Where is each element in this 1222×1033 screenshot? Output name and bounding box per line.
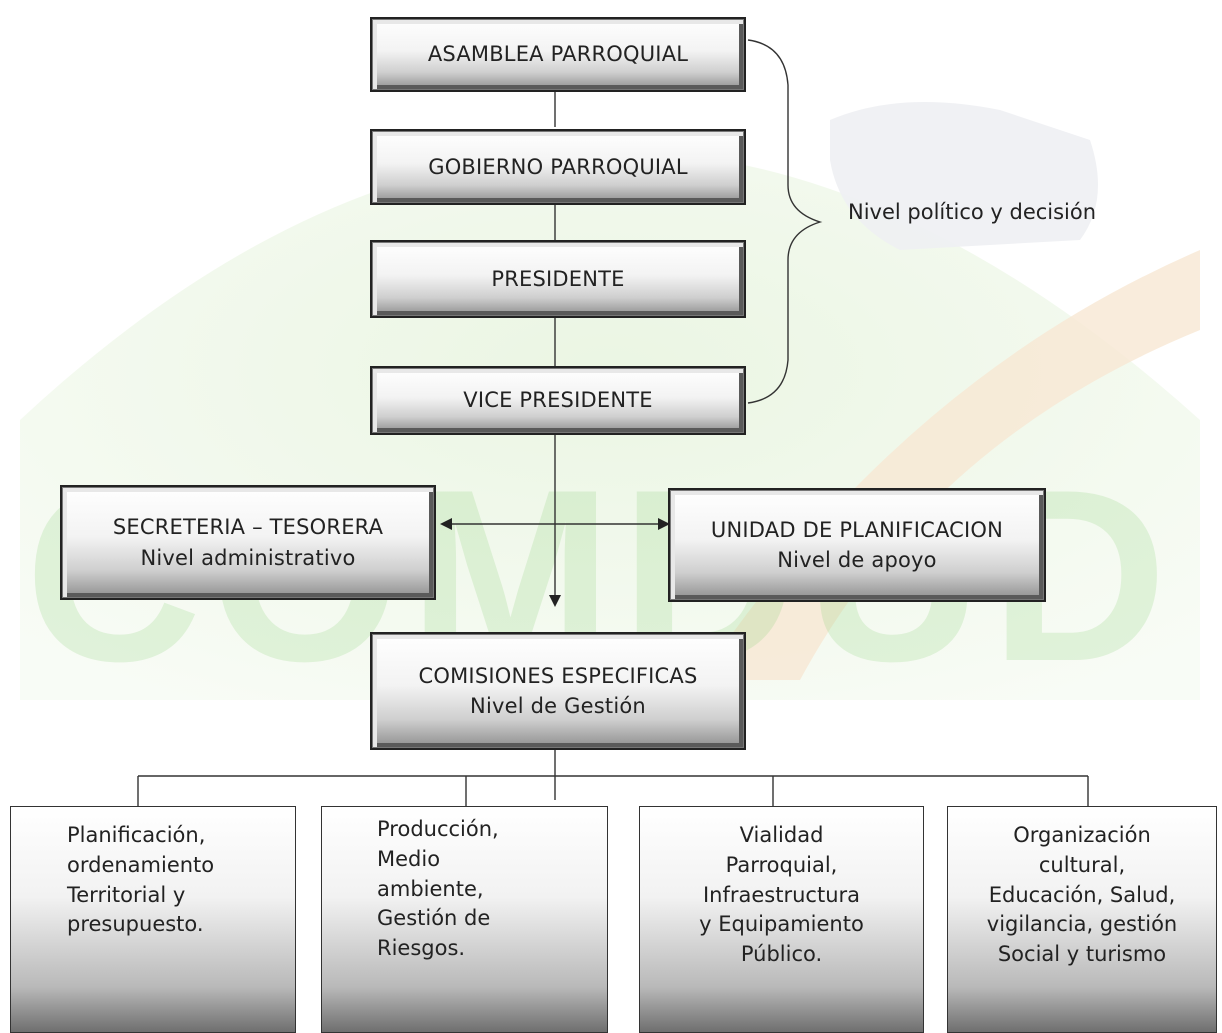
- commission-line: Planificación,: [67, 823, 206, 847]
- presidente-label: PRESIDENTE: [491, 266, 625, 291]
- asamblea-parroquial-box: ASAMBLEA PARROQUIAL: [370, 17, 746, 92]
- commission-line: ambiente,: [377, 876, 484, 901]
- commission-line: Público.: [740, 942, 823, 967]
- commission-line: Social y turismo: [997, 942, 1167, 967]
- commission-line: Riesgos.: [377, 936, 466, 961]
- presidente-box: PRESIDENTE: [370, 240, 746, 318]
- commission-line: y Equipamiento: [699, 912, 864, 937]
- vice-presidente-box: VICE PRESIDENTE: [370, 366, 746, 435]
- comisiones-title: COMISIONES ESPECIFICAS: [418, 663, 698, 688]
- comisiones-especificas-box: COMISIONES ESPECIFICAS Nivel de Gestión: [370, 632, 746, 750]
- vice-presidente-label: VICE PRESIDENTE: [463, 388, 653, 413]
- commission-line: presupuesto.: [67, 912, 204, 937]
- commission-line: Infraestructura: [702, 882, 861, 907]
- brace-politico: [747, 39, 823, 404]
- commission-line: Educación, Salud,: [988, 882, 1176, 907]
- commission-line: Organización: [1013, 823, 1151, 847]
- commission-line: cultural,: [1038, 852, 1126, 877]
- gobierno-parroquial-box: GOBIERNO PARROQUIAL: [370, 129, 746, 205]
- commission-line: vigilancia, gestión: [986, 912, 1178, 937]
- commission-line: Territorial y: [67, 882, 186, 907]
- commission-produccion: Producción, Medio ambiente, Gestión de R…: [321, 806, 608, 1033]
- commission-line: ordenamiento: [67, 852, 215, 877]
- planificacion-title: UNIDAD DE PLANIFICACION: [710, 517, 1004, 542]
- secretaria-title: SECRETERIA – TESORERA: [112, 515, 384, 540]
- unidad-planificacion-box: UNIDAD DE PLANIFICACION Nivel de apoyo: [668, 488, 1046, 602]
- comisiones-subtitle: Nivel de Gestión: [470, 694, 646, 718]
- brace-label: Nivel político y decisión: [848, 200, 1097, 224]
- commission-line: Gestión de: [377, 906, 491, 931]
- commission-planificacion: Planificación, ordenamiento Territorial …: [10, 806, 296, 1033]
- commission-line: Vialidad: [739, 823, 824, 847]
- commission-line: Producción,: [377, 817, 499, 841]
- asamblea-label: ASAMBLEA PARROQUIAL: [427, 42, 689, 67]
- commission-vialidad: Vialidad Parroquial, Infraestructura y E…: [639, 806, 924, 1033]
- secretaria-tesorera-box: SECRETERIA – TESORERA Nivel administrati…: [60, 485, 436, 600]
- commission-line: Parroquial,: [725, 852, 838, 877]
- secretaria-subtitle: Nivel administrativo: [140, 545, 356, 570]
- gobierno-label: GOBIERNO PARROQUIAL: [428, 154, 688, 179]
- watermark-cow: [830, 102, 1098, 250]
- commission-line: Medio: [377, 846, 441, 871]
- planificacion-subtitle: Nivel de apoyo: [777, 548, 937, 572]
- commission-organizacion: Organización cultural, Educación, Salud,…: [947, 806, 1217, 1033]
